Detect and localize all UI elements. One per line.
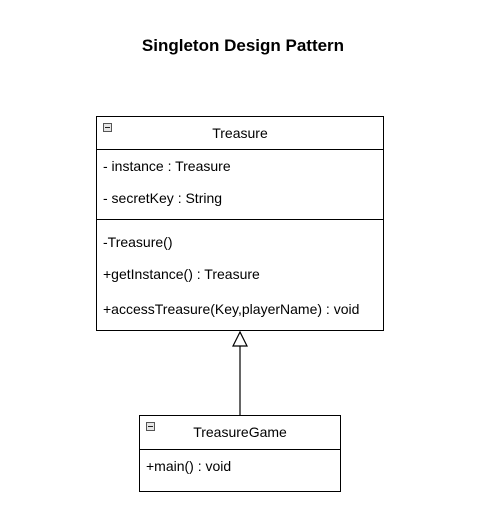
class-treasure-game-name: TreasureGame <box>193 424 287 440</box>
class-treasure-game[interactable]: TreasureGame +main() : void <box>139 415 341 492</box>
class-treasure-methods: -Treasure() +getInstance() : Treasure +a… <box>97 220 383 330</box>
collapse-icon[interactable] <box>103 123 112 132</box>
class-treasure-name: Treasure <box>212 125 268 141</box>
method-access-treasure: +accessTreasure(Key,playerName) : void <box>103 301 360 317</box>
class-treasure-game-header[interactable]: TreasureGame <box>140 416 340 450</box>
method-get-instance: +getInstance() : Treasure <box>103 266 260 282</box>
attribute-secret-key: - secretKey : String <box>103 190 223 206</box>
class-treasure-attributes: - instance : Treasure - secretKey : Stri… <box>97 150 383 220</box>
diagram-title: Singleton Design Pattern <box>141 36 345 55</box>
class-treasure-game-methods: +main() : void <box>140 450 340 491</box>
method-treasure-constructor: -Treasure() <box>103 234 173 250</box>
generalization-arrowhead[interactable] <box>232 330 248 347</box>
class-treasure[interactable]: Treasure - instance : Treasure - secretK… <box>96 116 384 331</box>
class-treasure-header[interactable]: Treasure <box>97 117 383 150</box>
collapse-icon[interactable] <box>146 422 155 431</box>
attribute-instance: - instance : Treasure <box>103 158 231 174</box>
method-main: +main() : void <box>146 458 232 474</box>
